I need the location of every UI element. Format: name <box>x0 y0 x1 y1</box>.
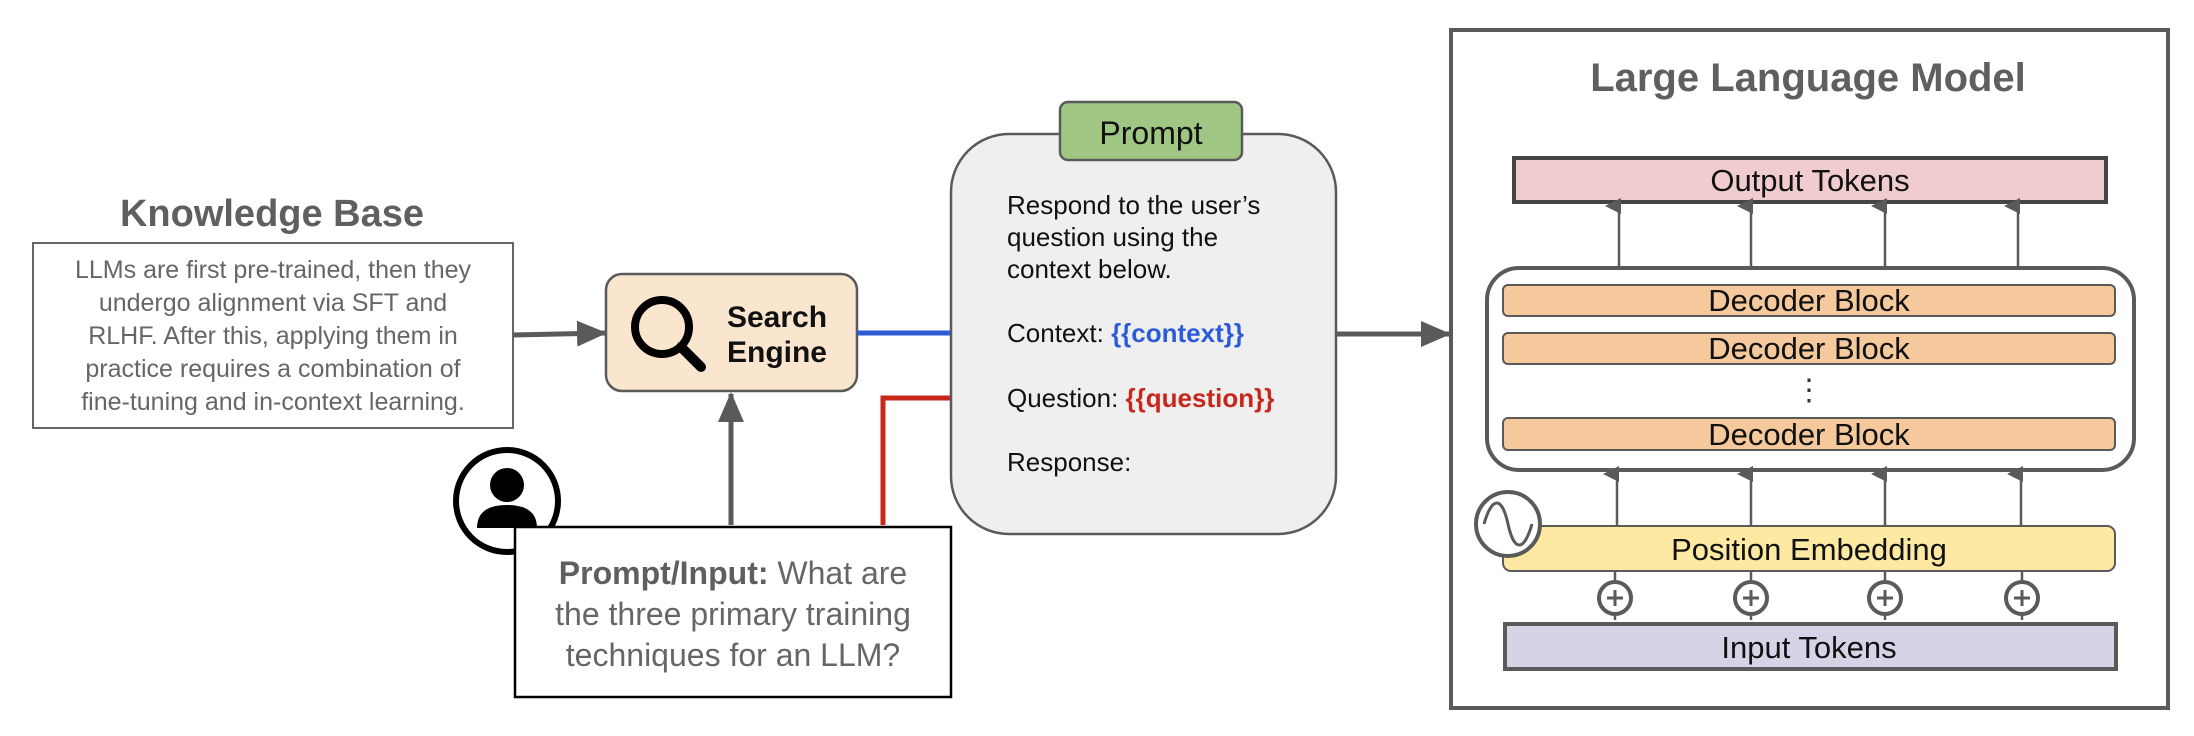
prompt-instruction: Respond to the user’s <box>1007 190 1260 220</box>
user-input-line3: techniques for an LLM? <box>566 637 900 673</box>
knowledge-base-line: LLMs are first pre-trained, then they <box>75 256 472 284</box>
magnifier-icon <box>631 296 706 372</box>
decoder-block <box>1502 417 2116 451</box>
user-input-text: What are <box>769 555 908 591</box>
knowledge-base-title: Knowledge Base <box>120 193 424 235</box>
decoder-output-arrows <box>1605 198 2020 268</box>
position-embedding-label: Position Embedding <box>1671 532 1947 567</box>
plus-icon <box>1733 571 1769 620</box>
decoder-block-label: Decoder Block <box>1708 417 1910 452</box>
plus-icon <box>1867 571 1903 620</box>
search-engine-label: Engine <box>727 336 827 369</box>
knowledge-base-line: undergo alignment via SFT and <box>99 289 447 317</box>
user-input-line1: Prompt/Input: What are <box>559 555 907 591</box>
context-label: Context: <box>1007 318 1111 348</box>
plus-icon <box>1597 571 1633 620</box>
search-engine-label: Search <box>727 301 827 334</box>
output-tokens-label: Output Tokens <box>1710 163 1909 198</box>
decoder-block <box>1502 332 2116 365</box>
input-tokens-box <box>1503 622 2118 671</box>
llm-title: Large Language Model <box>1590 56 2026 100</box>
prompt-label: Prompt <box>1099 115 1202 151</box>
decoder-block <box>1502 284 2116 317</box>
context-variable: {{context}} <box>1111 318 1244 348</box>
question-label: Question: <box>1007 383 1126 413</box>
prompt-instruction: question using the <box>1007 222 1218 252</box>
prompt-tab <box>1058 100 1244 162</box>
user-input-box <box>513 525 953 699</box>
prompt-question-line: Question: {{question}} <box>1007 383 1274 413</box>
question-variable: {{question}} <box>1126 383 1275 413</box>
embedding-decoder-arrows <box>1603 466 2023 526</box>
output-tokens-box <box>1512 156 2108 204</box>
prompt-context-line: Context: {{context}} <box>1007 318 1244 348</box>
knowledge-base-box <box>32 242 514 429</box>
user-input-bold-label: Prompt/Input: <box>559 555 769 591</box>
sine-wave-icon <box>1474 490 1542 558</box>
decoder-block-label: Decoder Block <box>1708 331 1910 366</box>
prompt-response-label: Response: <box>1007 447 1131 477</box>
decoder-block-label: Decoder Block <box>1708 283 1910 318</box>
input-tokens-label: Input Tokens <box>1721 630 1896 665</box>
knowledge-base-line: fine-tuning and in-context learning. <box>81 388 465 416</box>
prompt-instruction: context below. <box>1007 254 1172 284</box>
ellipsis: ⋮ <box>1794 374 1824 407</box>
knowledge-base-line: practice requires a combination of <box>85 355 460 383</box>
plus-icon <box>2004 571 2040 620</box>
user-input-line2: the three primary training <box>555 596 911 632</box>
kb-to-search-arrow <box>512 320 607 347</box>
knowledge-base-line: RLHF. After this, applying them in <box>88 322 458 350</box>
